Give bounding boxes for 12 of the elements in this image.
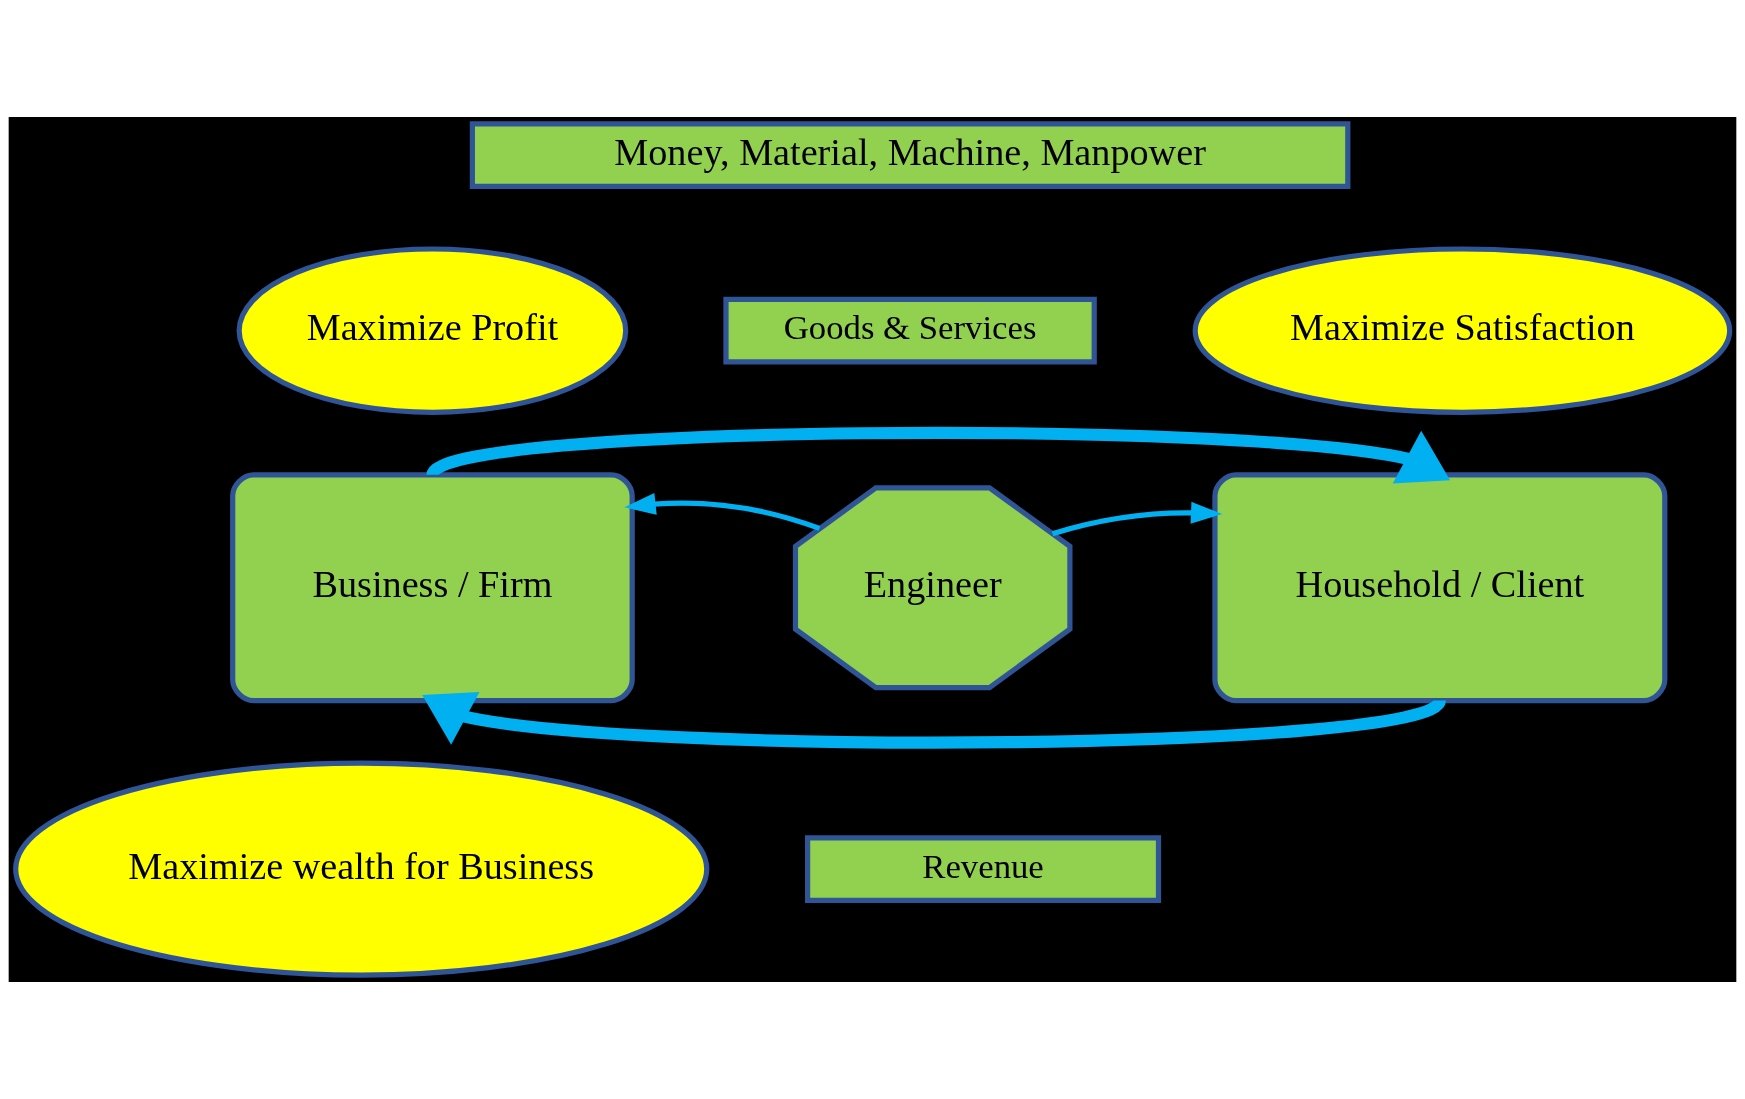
node-box: Business / Firm	[230, 472, 635, 704]
node-ellipse: Maximize Satisfaction	[1192, 246, 1733, 415]
node-box: Goods & Services	[723, 296, 1097, 365]
node-box: Money, Material, Machine, Manpower	[469, 121, 1351, 190]
arrow	[422, 691, 1444, 749]
node-ellipse: Maximize Profit	[236, 246, 629, 415]
arrow	[428, 426, 1451, 484]
node-box: Revenue	[805, 835, 1162, 903]
node-ellipse: Maximize wealth for Business	[13, 760, 710, 978]
arrow	[624, 493, 821, 531]
arrow	[1051, 501, 1223, 537]
node-box: Household / Client	[1212, 472, 1668, 704]
